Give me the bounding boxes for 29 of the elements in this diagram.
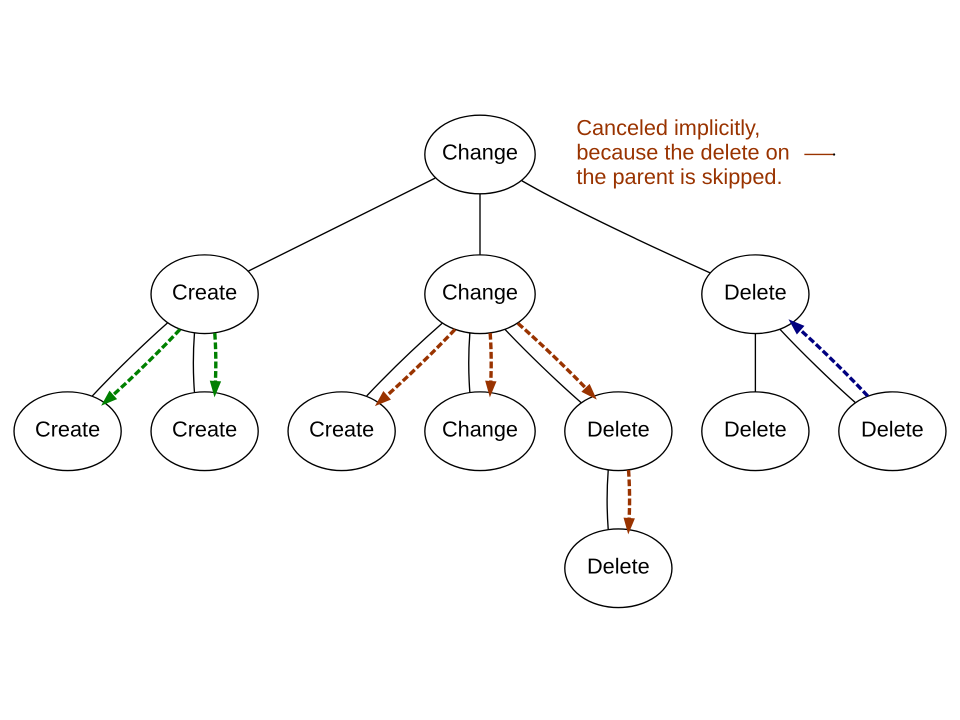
arrow — [485, 332, 497, 398]
connector — [522, 180, 710, 274]
connector — [248, 178, 436, 272]
arrow — [624, 470, 635, 534]
arrow — [788, 319, 869, 398]
node-ellipse: Delete — [564, 391, 673, 472]
arrow — [210, 332, 222, 398]
node-ellipse: Delete — [701, 391, 810, 472]
node-ellipse: Change — [424, 391, 536, 472]
node-ellipse: Create — [150, 391, 259, 472]
node-ellipse: Change — [424, 114, 536, 194]
connector — [504, 328, 582, 404]
connector — [366, 322, 442, 396]
node-ellipse: Delete — [838, 391, 947, 472]
arrow — [101, 328, 182, 406]
node-ellipse: Create — [150, 254, 259, 334]
node-text: Canceled implicitly, because the delete on the parent is skipped. — [576, 115, 790, 190]
connector — [804, 154, 834, 156]
arrow — [374, 328, 456, 406]
connector — [92, 322, 168, 396]
connector — [192, 332, 196, 392]
connector — [479, 194, 481, 254]
connector — [468, 332, 471, 392]
arrow — [516, 322, 597, 400]
connector — [754, 334, 756, 392]
connector — [780, 328, 856, 403]
node-ellipse: Change — [424, 254, 536, 334]
node-ellipse: Delete — [564, 528, 673, 608]
connector — [606, 470, 609, 530]
